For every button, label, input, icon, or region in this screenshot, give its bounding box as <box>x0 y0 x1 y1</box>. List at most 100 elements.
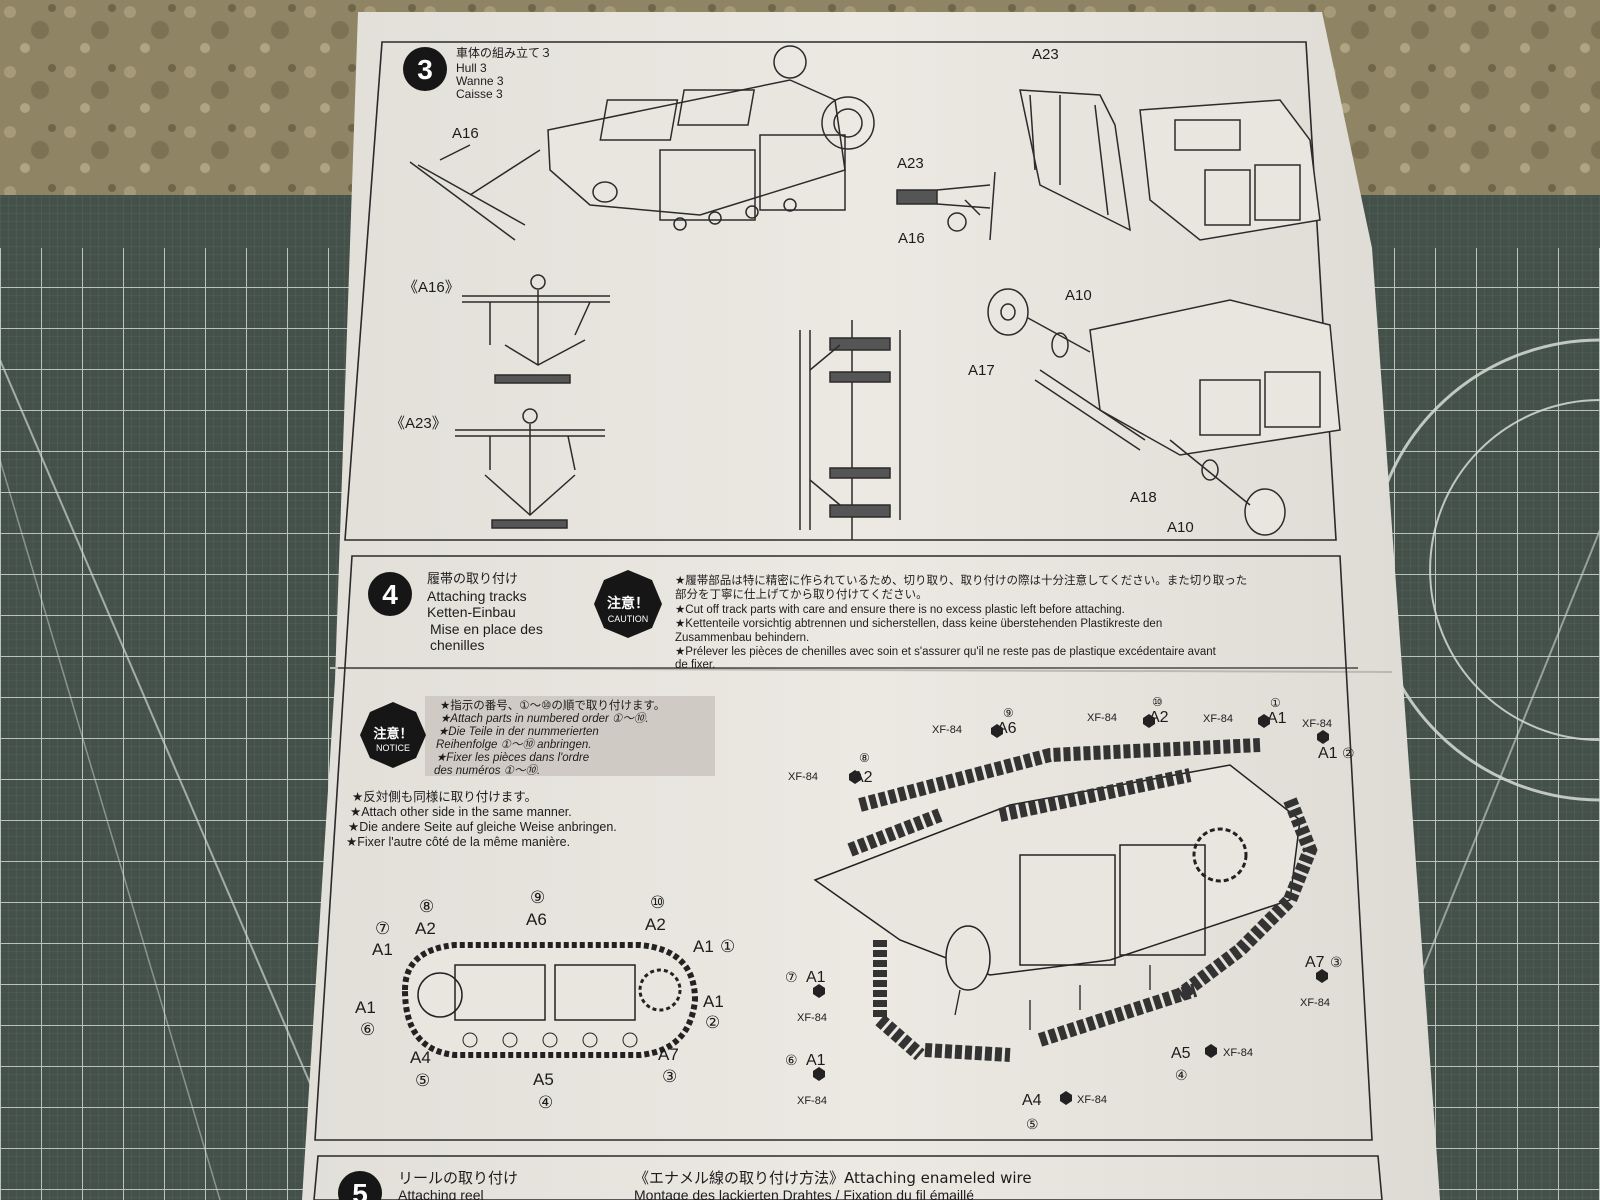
sprue-detail-a16 <box>462 274 610 384</box>
right-part-2: A1 <box>1318 745 1338 762</box>
right-num-9: ⑨ <box>1003 706 1014 720</box>
step4-badge <box>368 572 412 616</box>
paint-code: XF-84 <box>797 1012 827 1024</box>
step4-number: 4 <box>382 579 398 610</box>
notice-badge-en: NOTICE <box>376 743 410 753</box>
step4-title-jp: 履帯の取り付け <box>427 572 518 587</box>
caution-line: ★履帯部品は特に精密に作られているため、切り取り、取り付けの際は十分注意してくだ… <box>675 573 1247 587</box>
left-num-10: ⑩ <box>650 893 665 913</box>
other-side-line: ★Attach other side in the same manner. <box>350 805 572 819</box>
step3-title-jp: 車体の組み立て３ <box>456 45 552 60</box>
left-part-1: A1 <box>693 937 714 956</box>
left-part-10: A2 <box>645 915 666 934</box>
step3-title-de: Wanne 3 <box>456 74 504 88</box>
part-label-a10-bottom: A10 <box>1167 519 1194 536</box>
paint-code: XF-84 <box>932 724 962 736</box>
notice-line: ★Die Teile in der nummerierten <box>438 726 599 738</box>
step3-title-fr: Caisse 3 <box>456 87 503 101</box>
step4-title-de: Ketten-Einbau <box>427 604 516 620</box>
caution-badge: 注意！ CAUTION <box>594 570 662 638</box>
left-num-8: ⑧ <box>419 897 434 917</box>
left-part-8: A2 <box>415 919 436 938</box>
other-side-line: ★Fixer l'autre côté de la même manière. <box>346 835 570 849</box>
sprue-detail-a23 <box>455 408 605 529</box>
notice-line: des numéros ①〜⑩. <box>434 764 540 777</box>
right-num-3: ③ <box>1330 955 1343 971</box>
left-num-5: ⑤ <box>415 1071 430 1091</box>
left-part-5: A4 <box>410 1048 431 1067</box>
part-label-a16-main: A16 <box>452 125 479 142</box>
caution-line: 部分を丁寧に仕上げてから取り付けてください。 <box>675 587 928 601</box>
paper-fold <box>329 667 1393 673</box>
left-track-labels: ⑦ A1 ⑧ A2 ⑨ A6 ⑩ A2 A1 ① A1 ② A7 ③ A5 ④ … <box>355 888 735 1113</box>
step5-title-jp: リールの取り付け <box>398 1169 518 1187</box>
left-part-7: A1 <box>372 940 393 959</box>
notice-line: ★Fixer les pièces dans l'ordre <box>436 752 589 764</box>
right-part-5: A4 <box>1022 1092 1042 1109</box>
left-num-1: ① <box>720 937 735 957</box>
caution-badge-en: CAUTION <box>608 614 649 624</box>
paint-code: XF-84 <box>1087 712 1117 724</box>
paint-code: XF-84 <box>1203 713 1233 725</box>
part-label-a23-detail: 《A23》 <box>390 415 447 432</box>
right-track-labels: ⑨ XF-84 A6 ⑩ XF-84 A2 ① XF-84 A1 XF-84 A… <box>785 695 1355 1133</box>
step3-title-en: Hull 3 <box>456 61 487 75</box>
step3-panel: 3 車体の組み立て３ Hull 3 Wanne 3 Caisse 3 A16 <box>344 41 1341 541</box>
right-num-5: ⑤ <box>1026 1117 1039 1133</box>
right-num-4: ④ <box>1175 1068 1188 1084</box>
part-label-a23-top: A23 <box>1032 46 1059 63</box>
caution-text: ★履帯部品は特に精密に作られているため、切り取り、取り付けの際は十分注意してくだ… <box>675 573 1247 671</box>
other-side-text: ★反対側も同様に取り付けます。 ★Attach other side in th… <box>346 789 617 849</box>
wheel-assembly-drawing <box>987 288 1341 536</box>
caution-line: ★Cut off track parts with care and ensur… <box>675 604 1125 616</box>
paint-code: XF-84 <box>1300 997 1330 1009</box>
paint-code: XF-84 <box>797 1095 827 1107</box>
right-part-1: A1 <box>1267 710 1287 727</box>
part-detail-a23-a16 <box>896 171 996 241</box>
paint-code: XF-84 <box>1302 718 1332 730</box>
part-label-a23-small: A23 <box>897 155 924 172</box>
track-side-view <box>401 942 699 1058</box>
caution-line: ★Prélever les pièces de chenilles avec s… <box>675 646 1217 658</box>
step5-badge <box>338 1171 382 1200</box>
step4-title-fr-1: Mise en place des <box>430 621 543 637</box>
left-num-2: ② <box>705 1013 720 1033</box>
notice-line: ★Attach parts in numbered order ①〜⑩. <box>440 712 649 725</box>
part-label-a16-small: A16 <box>898 230 925 247</box>
left-part-6: A1 <box>355 998 376 1017</box>
caution-badge-jp: 注意！ <box>607 595 649 612</box>
step3-badge <box>403 47 447 91</box>
part-label-a16-detail: 《A16》 <box>403 279 460 296</box>
left-part-9: A6 <box>526 910 547 929</box>
left-part-2: A1 <box>703 992 724 1011</box>
step4-panel: 4 履帯の取り付け Attaching tracks Ketten-Einbau… <box>314 555 1373 1141</box>
part-label-a17: A17 <box>968 362 995 379</box>
track-exploded-view <box>813 738 1318 1062</box>
notice-text: ★指示の番号、①〜⑩の順で取り付けます。 ★Attach parts in nu… <box>434 698 665 777</box>
other-side-line: ★反対側も同様に取り付けます。 <box>352 789 537 804</box>
notice-line: Reihenfolge ①〜⑩ anbringen. <box>436 738 591 751</box>
left-num-6: ⑥ <box>360 1020 375 1040</box>
top-view-drawing <box>799 320 901 540</box>
left-num-3: ③ <box>662 1067 677 1087</box>
right-part-3: A7 <box>1305 954 1325 971</box>
step5-panel: 5 リールの取り付け Attaching reel 《エナメル線の取り付け方法》… <box>313 1155 1383 1200</box>
left-part-4: A5 <box>533 1070 554 1089</box>
right-num-8: ⑧ <box>859 751 870 765</box>
notice-line: ★指示の番号、①〜⑩の順で取り付けます。 <box>440 698 665 712</box>
paint-code: XF-84 <box>788 771 818 783</box>
step4-title-en: Attaching tracks <box>427 588 527 604</box>
right-num-1: ① <box>1270 696 1281 710</box>
part-label-a10-top: A10 <box>1065 287 1092 304</box>
notice-badge-jp: 注意！ <box>373 726 412 742</box>
hull-drawing-left <box>409 45 875 241</box>
right-num-10: ⑩ <box>1152 695 1163 709</box>
caution-line: Zusammenbau behindern. <box>675 632 809 644</box>
notice-box <box>425 696 715 776</box>
hull-drawing-right-top <box>1019 89 1321 241</box>
left-num-7: ⑦ <box>375 919 390 939</box>
right-num-7: ⑦ <box>785 970 798 986</box>
part-label-a18: A18 <box>1130 489 1157 506</box>
step3-number: 3 <box>417 54 433 85</box>
